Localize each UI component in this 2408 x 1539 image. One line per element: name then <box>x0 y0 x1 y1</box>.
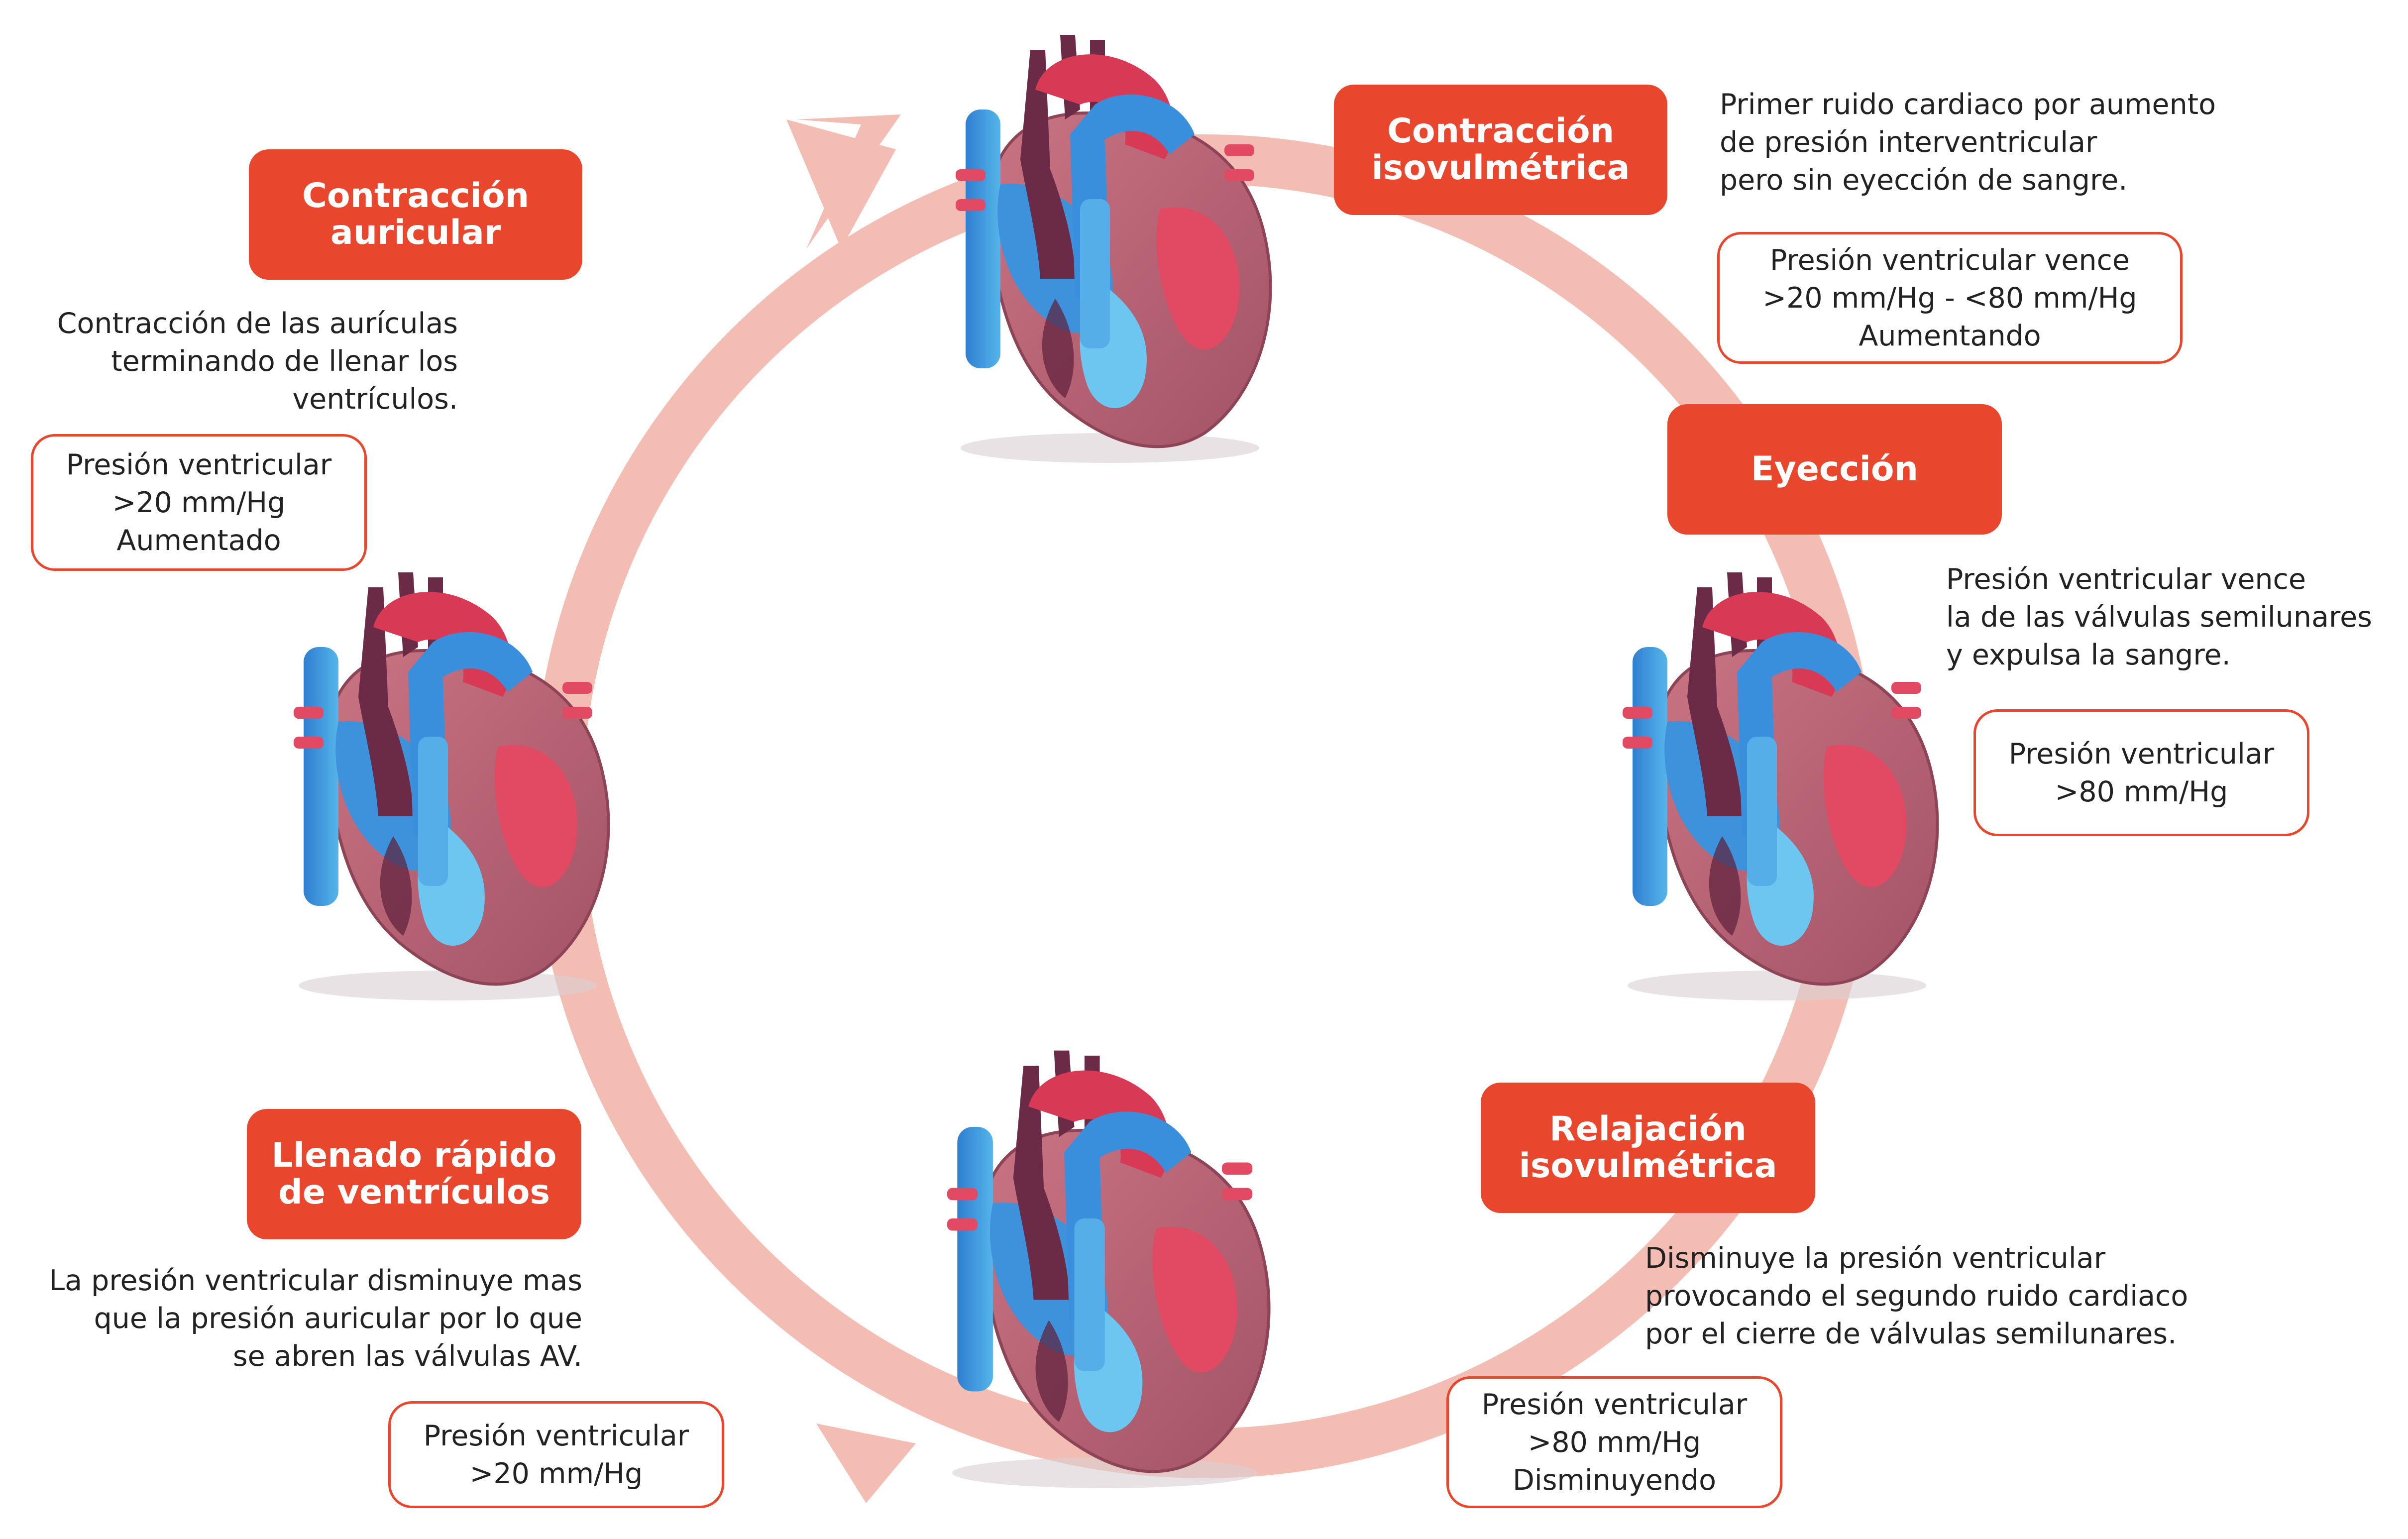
pressure-line: Presión ventricular <box>66 448 332 481</box>
stage-description-llenado-rapido: La presión ventricular disminuye mas que… <box>5 1262 582 1375</box>
pressure-line: Presión ventricular <box>2008 737 2275 770</box>
stage-description-contraccion-auricular: Contracción de las aurículas terminando … <box>20 305 458 418</box>
description-line: terminando de llenar los <box>111 345 458 378</box>
pressure-box-llenado-rapido: Presión ventricular >20 mm/Hg <box>388 1401 724 1508</box>
heart-illustration-left <box>249 557 657 1005</box>
description-line: La presión ventricular disminuye mas <box>49 1264 582 1297</box>
pressure-line: >80 mm/Hg <box>1528 1426 1701 1459</box>
stage-title-line: Llenado rápido <box>271 1136 557 1175</box>
description-line: Disminuye la presión ventricular <box>1645 1242 2106 1275</box>
stage-title-line: Contracción <box>1387 111 1614 151</box>
stage-title-relajacion-isovulmetrica: Relajación isovulmétrica <box>1481 1083 1815 1213</box>
pressure-line: Presión ventricular <box>423 1419 689 1452</box>
stage-title-line: isovulmétrica <box>1519 1146 1777 1186</box>
pressure-line: Presión ventricular vence <box>1770 243 2130 277</box>
stage-title-eyeccion: Eyección <box>1667 404 2002 535</box>
description-line: Contracción de las aurículas <box>57 307 458 340</box>
pressure-line: Aumentado <box>116 524 281 557</box>
cycle-arrowhead-bottom <box>816 1424 916 1503</box>
description-line: provocando el segundo ruido cardiaco <box>1645 1280 2189 1313</box>
description-line: que la presión auricular por lo que <box>94 1302 582 1335</box>
pressure-line: Disminuyendo <box>1512 1463 1717 1497</box>
stage-title-llenado-rapido: Llenado rápido de ventrículos <box>247 1109 581 1239</box>
description-line: por el cierre de válvulas semilunares. <box>1645 1318 2177 1350</box>
pressure-line: >80 mm/Hg <box>2055 775 2228 808</box>
pressure-line: Presión ventricular <box>1481 1388 1748 1421</box>
description-line: la de las válvulas semilunares <box>1946 601 2372 634</box>
stage-title-line: isovulmétrica <box>1371 148 1630 188</box>
pressure-line: Aumentando <box>1859 319 2041 352</box>
stage-title-line: Relajación <box>1549 1109 1747 1149</box>
stage-description-contraccion-isovulmetrica: Primer ruido cardiaco por aumento de pre… <box>1720 86 2317 199</box>
pressure-box-eyeccion: Presión ventricular >80 mm/Hg <box>1973 709 2309 836</box>
description-line: y expulsa la sangre. <box>1946 639 2231 671</box>
description-line: pero sin eyección de sangre. <box>1720 164 2128 197</box>
stage-title-line: auricular <box>330 213 501 252</box>
heart-illustration-right <box>1578 557 1986 1005</box>
stage-title-line: de ventrículos <box>278 1173 550 1212</box>
description-line: de presión interventricular <box>1720 126 2097 159</box>
stage-title-line: Contracción <box>302 176 529 216</box>
stage-description-relajacion-isovulmetrica: Disminuye la presión ventricular provoca… <box>1645 1239 2272 1353</box>
stage-description-eyeccion: Presión ventricular vence la de las válv… <box>1946 560 2404 674</box>
pressure-box-relajacion-isovulmetrica: Presión ventricular >80 mm/Hg Disminuyen… <box>1446 1376 1782 1508</box>
stage-title-contraccion-isovulmetrica: Contracción isovulmétrica <box>1334 85 1667 215</box>
description-line: Presión ventricular vence <box>1946 563 2306 596</box>
heart-illustration-top <box>911 20 1319 468</box>
description-line: Primer ruido cardiaco por aumento <box>1720 88 2216 121</box>
pressure-line: >20 mm/Hg <box>112 486 286 519</box>
cycle-arrowhead-top-main <box>786 119 896 249</box>
pressure-line: >20 mm/Hg <box>469 1457 643 1490</box>
description-line: se abren las válvulas AV. <box>232 1340 582 1373</box>
pressure-box-contraccion-isovulmetrica: Presión ventricular vence >20 mm/Hg - <8… <box>1717 232 2183 364</box>
heart-illustration-bottom <box>901 1035 1319 1493</box>
description-line: ventrículos. <box>292 383 458 416</box>
stage-title-contraccion-auricular: Contracción auricular <box>249 149 582 280</box>
pressure-line: >20 mm/Hg - <80 mm/Hg <box>1762 281 2137 315</box>
pressure-box-contraccion-auricular: Presión ventricular >20 mm/Hg Aumentado <box>31 434 367 571</box>
stage-title-line: Eyección <box>1751 449 1918 489</box>
